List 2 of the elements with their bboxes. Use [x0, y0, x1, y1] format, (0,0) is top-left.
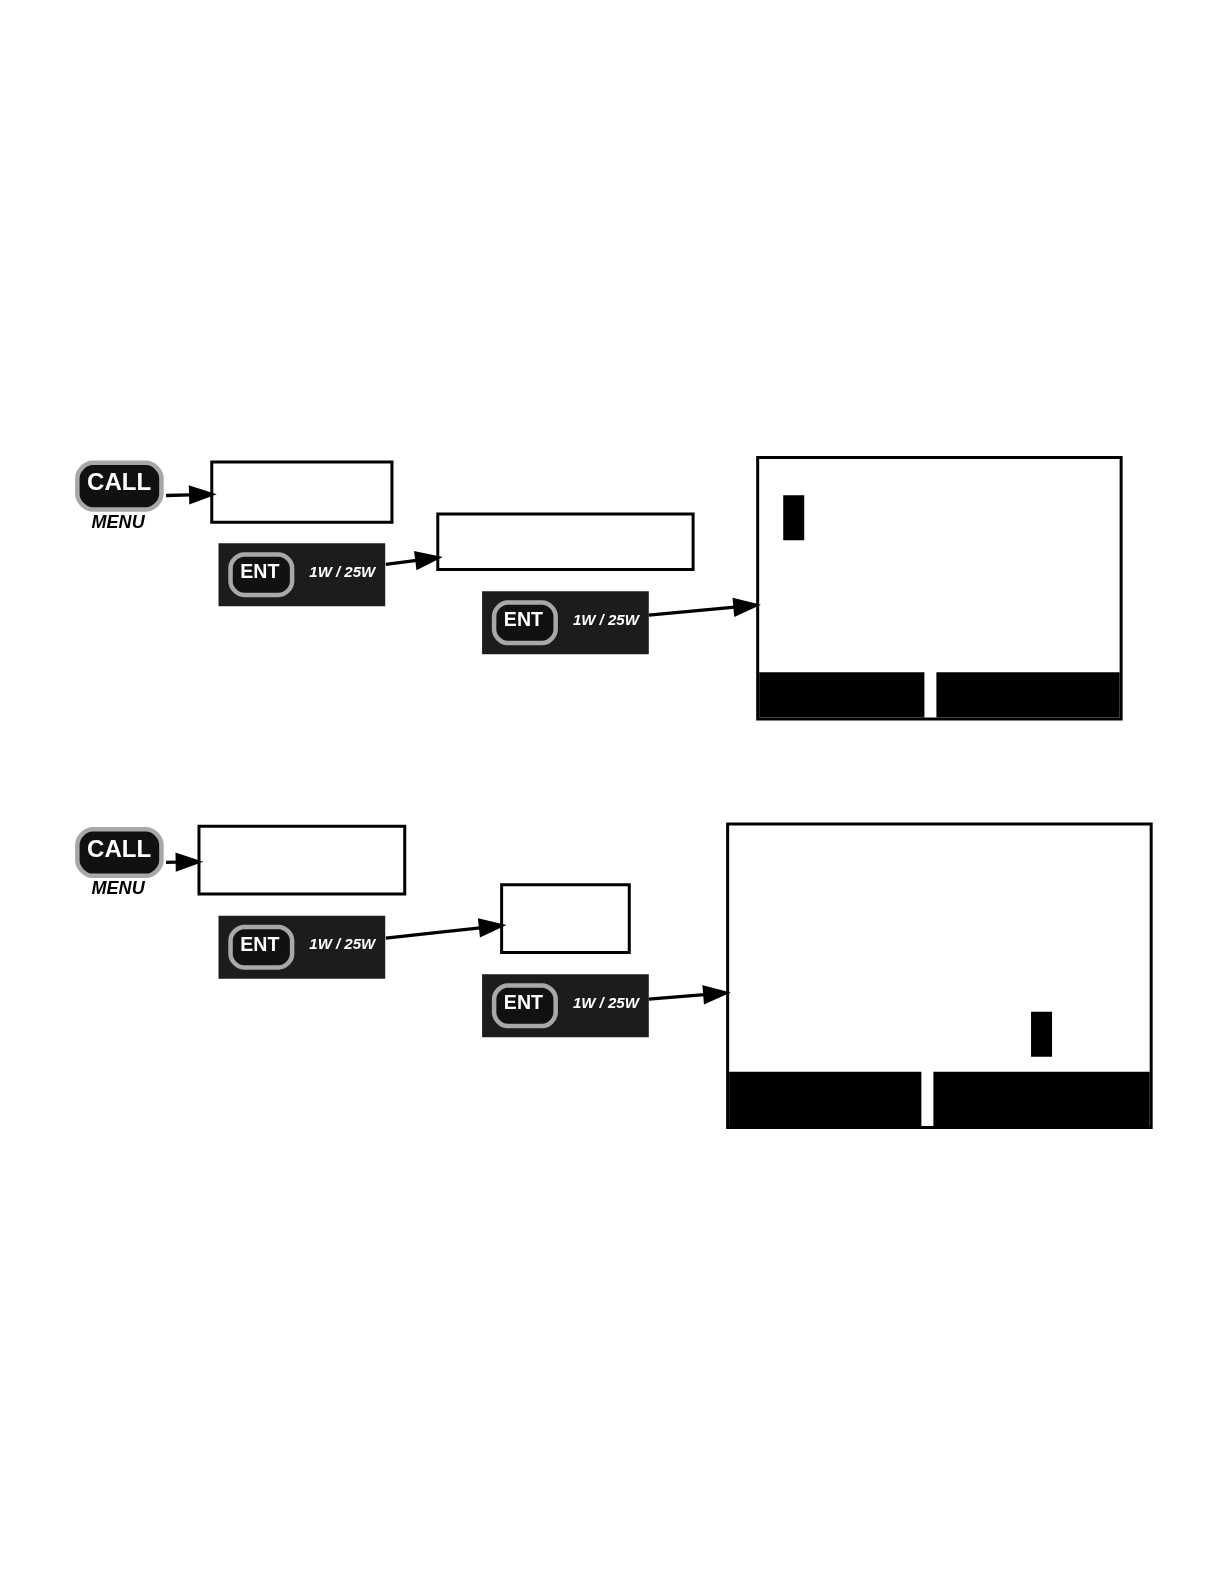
node-label: MENU — [91, 511, 145, 532]
node-label: MENU — [91, 877, 145, 898]
